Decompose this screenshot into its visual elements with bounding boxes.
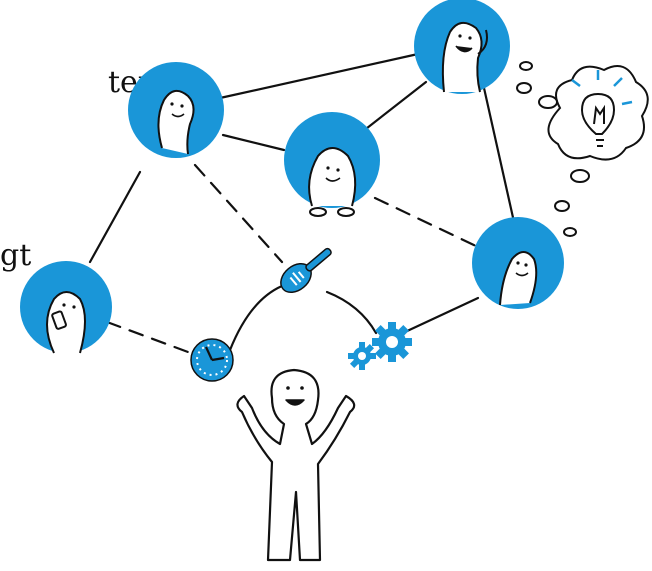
connection-line bbox=[228, 284, 284, 352]
connection-line bbox=[88, 170, 142, 264]
connection-line bbox=[482, 86, 516, 224]
network-connections bbox=[88, 52, 516, 354]
thought-cloud-icon bbox=[516, 61, 649, 237]
avatar-node bbox=[472, 217, 564, 309]
connection-line bbox=[221, 133, 286, 152]
connection-line bbox=[105, 320, 190, 354]
person-avatar-icon bbox=[157, 89, 195, 155]
person-avatar-icon bbox=[441, 21, 483, 93]
lightbulb-icon bbox=[571, 70, 633, 147]
text-fragment-left: gt bbox=[0, 238, 32, 273]
connection-line bbox=[373, 196, 478, 248]
avatar-node bbox=[414, 0, 510, 94]
connection-line bbox=[218, 52, 420, 100]
magnifier-icon bbox=[280, 247, 332, 294]
avatar-node bbox=[128, 62, 224, 158]
cheering-person-icon bbox=[236, 368, 356, 562]
connection-line bbox=[193, 163, 284, 264]
connection-line bbox=[403, 296, 480, 334]
gears-icon bbox=[348, 322, 412, 370]
connection-line bbox=[325, 290, 378, 335]
person-avatar-icon bbox=[308, 147, 357, 207]
clock-icon bbox=[190, 338, 234, 382]
avatar-node bbox=[20, 261, 112, 354]
connection-line bbox=[360, 80, 428, 134]
avatar-node bbox=[284, 112, 380, 217]
